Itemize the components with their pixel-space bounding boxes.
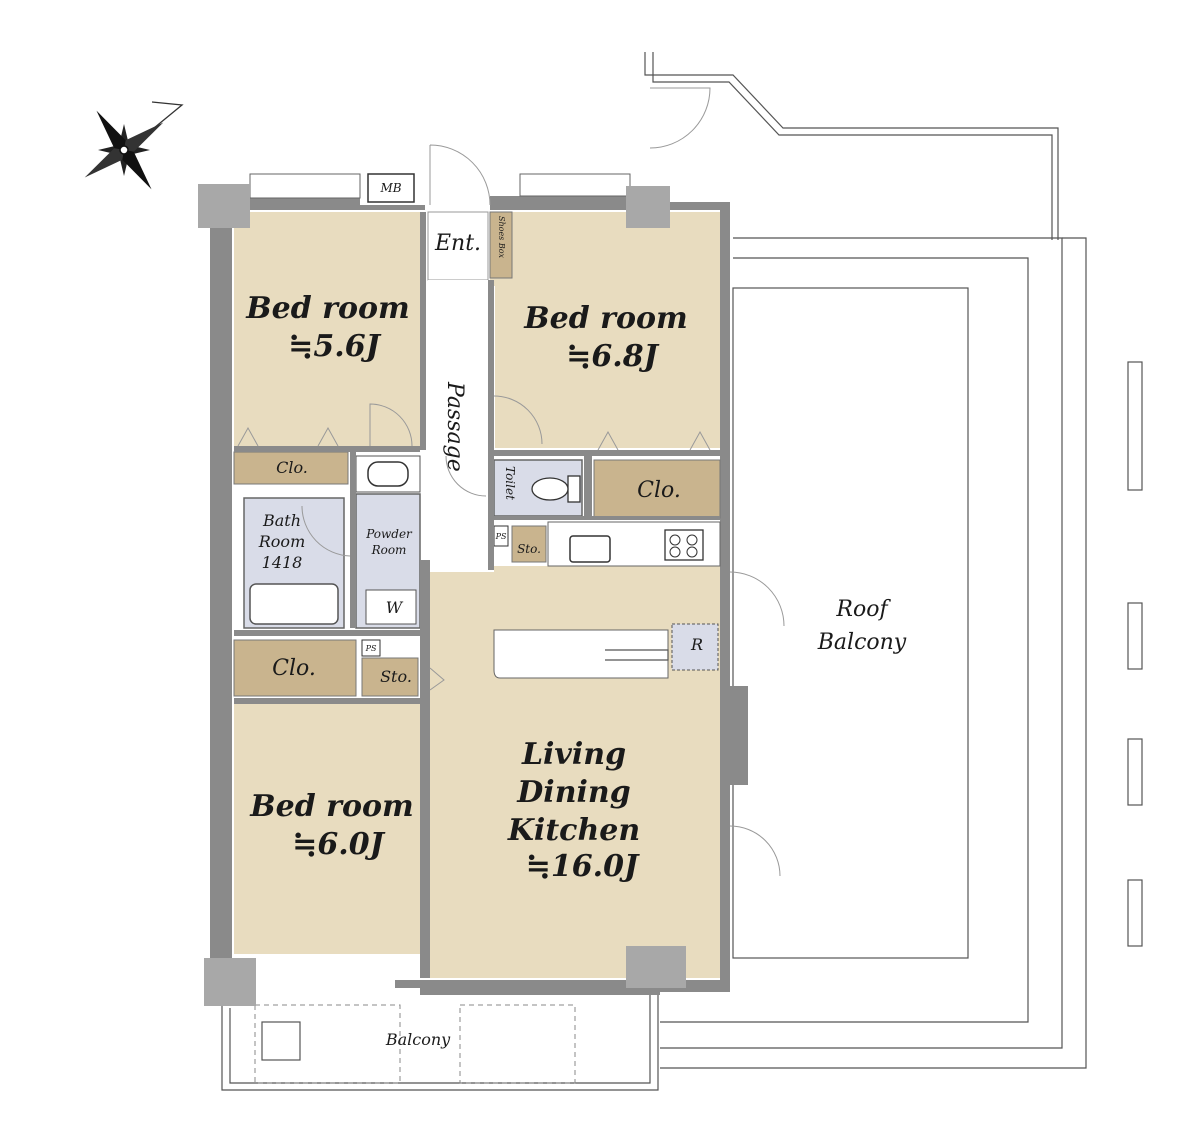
interior-walls xyxy=(234,212,730,978)
storage-right xyxy=(511,525,547,563)
column-top-left xyxy=(198,184,250,228)
washer-label: W xyxy=(386,598,404,617)
stove-icon xyxy=(664,529,704,561)
sink-icon xyxy=(569,535,611,563)
bedroom-1-size: ≒5.6J xyxy=(288,329,381,364)
balcony-label: Balcony xyxy=(385,1030,451,1049)
roof-balcony-outline xyxy=(644,52,1143,1069)
storage-left-label: Sto. xyxy=(380,667,412,686)
mb-box xyxy=(367,173,415,203)
passage-floor xyxy=(428,280,488,570)
bedroom-2-size: ≒6.8J xyxy=(566,339,659,374)
bedroom-1-name: Bed room xyxy=(245,291,409,326)
door-swings xyxy=(237,87,785,877)
column-top-right xyxy=(626,186,670,228)
ps-left-label: PS xyxy=(365,644,377,653)
roof-balcony-line-1: Roof xyxy=(835,597,891,622)
washer-box xyxy=(365,589,417,625)
bath-line-2: Room xyxy=(258,532,305,551)
washbasin-icon xyxy=(367,461,409,487)
powder-line-2: Room xyxy=(371,543,407,557)
storage-right-label: Sto. xyxy=(517,542,541,556)
ldk-size: ≒16.0J xyxy=(526,849,640,884)
powder-line-1: Powder xyxy=(365,527,413,541)
roof-balcony-line-2: Balcony xyxy=(817,630,907,655)
front-balcony xyxy=(221,995,659,1091)
passage-label: Passage xyxy=(442,381,467,472)
ps-box-left xyxy=(361,639,381,657)
ps-right-label: PS xyxy=(495,532,507,541)
bedroom-1-label: Bed room ≒5.6J xyxy=(245,291,409,364)
toilet-icon xyxy=(531,475,581,503)
ldk-line-2: Dining xyxy=(516,775,630,810)
bedroom-3-label: Bed room ≒6.0J xyxy=(249,789,413,862)
bedroom-2-label: Bed room ≒6.8J xyxy=(523,301,687,374)
column-bottom-right xyxy=(626,946,686,988)
bathtub-icon xyxy=(249,583,339,625)
closet-small-label: Clo. xyxy=(276,458,308,477)
kitchen-island xyxy=(493,629,669,679)
bedroom-3-name: Bed room xyxy=(249,789,413,824)
entrance-label: Ent. xyxy=(434,231,481,256)
column-bottom-left xyxy=(204,958,256,1006)
mb-label: MB xyxy=(379,181,401,195)
ldk-corridor xyxy=(494,566,720,630)
bath-line-3: 1418 xyxy=(262,553,303,572)
closet-left-label: Clo. xyxy=(272,656,316,681)
closet-right xyxy=(593,459,721,519)
bedroom-3-size: ≒6.0J xyxy=(292,827,385,862)
toilet-label: Toilet xyxy=(503,466,517,500)
bedroom-2-floor xyxy=(490,212,720,448)
ldk-line-1: Living xyxy=(521,737,626,772)
closet-small xyxy=(233,451,349,485)
window-top-left xyxy=(249,173,361,199)
window-top-right xyxy=(519,173,631,197)
bath-line-1: Bath xyxy=(262,511,301,530)
fridge-label: R xyxy=(690,635,703,654)
bedroom-3-floor xyxy=(234,704,420,954)
shoes-box xyxy=(489,211,513,279)
entrance-floor xyxy=(427,211,489,281)
storage-left xyxy=(361,657,419,697)
bedroom-2-name: Bed room xyxy=(523,301,687,336)
closet-left xyxy=(233,639,357,697)
fridge-box xyxy=(671,623,719,671)
closet-right-label: Clo. xyxy=(637,478,681,503)
ldk-line-3: Kitchen xyxy=(507,813,640,848)
ldk-label: Living Dining Kitchen ≒16.0J xyxy=(507,737,640,884)
compass-rose-icon xyxy=(84,101,184,190)
shoes-box-label: Shoes Box xyxy=(497,216,506,259)
bedroom-1-floor xyxy=(234,212,420,446)
